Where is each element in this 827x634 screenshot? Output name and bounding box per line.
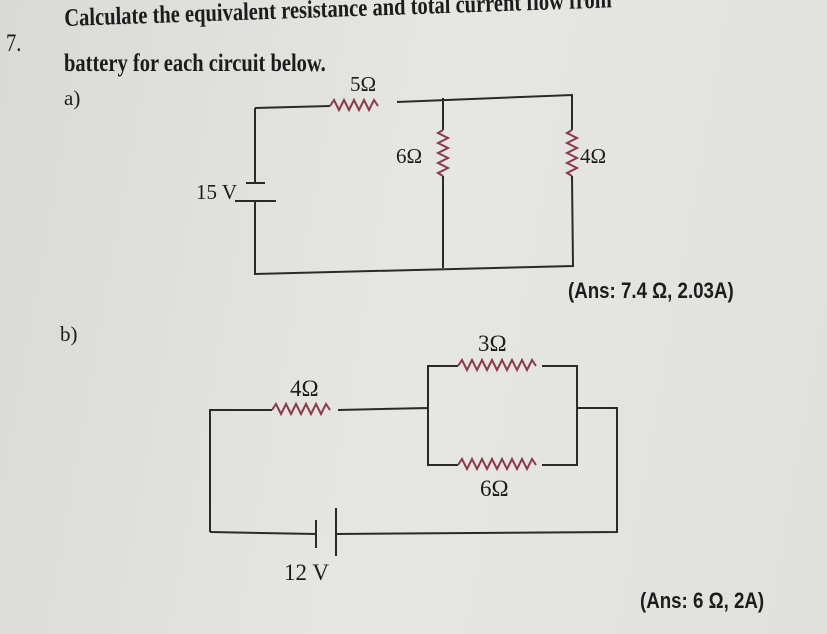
voltage-label-b: 12 V (284, 560, 329, 585)
resistor-label-4-ohm-b: 4Ω (290, 376, 319, 401)
voltage-label-a: 15 V (196, 180, 238, 204)
resistor-4-ohm (564, 129, 580, 177)
resistor-label-6-ohm-b: 6Ω (480, 476, 509, 501)
wire (209, 409, 272, 532)
question-number: 7. (6, 30, 22, 57)
part-b-label: b) (60, 322, 78, 346)
wire (254, 105, 331, 109)
wire (396, 93, 573, 130)
resistor-5-ohm (329, 97, 379, 113)
resistor-label-5-ohm: 5Ω (350, 72, 377, 96)
circuit-b (209, 357, 618, 556)
resistor-3-ohm (457, 357, 537, 373)
resistor-label-6-ohm: 6Ω (396, 144, 423, 168)
part-a-label: a) (64, 86, 81, 110)
answer-b: (Ans: 6 Ω, 2A) (640, 588, 765, 613)
resistor-6-ohm (435, 129, 451, 177)
wire (337, 365, 458, 466)
wire (254, 175, 575, 276)
answer-a: (Ans: 7.4 Ω, 2.03A) (568, 278, 734, 303)
circuit-a (235, 93, 580, 276)
resistor-6-ohm (457, 456, 537, 472)
question-line-2: battery for each circuit below. (64, 50, 326, 77)
resistor-4-ohm (271, 401, 331, 417)
resistor-label-4-ohm: 4Ω (580, 144, 607, 168)
resistor-label-3-ohm-b: 3Ω (478, 331, 507, 356)
wire (209, 365, 618, 535)
